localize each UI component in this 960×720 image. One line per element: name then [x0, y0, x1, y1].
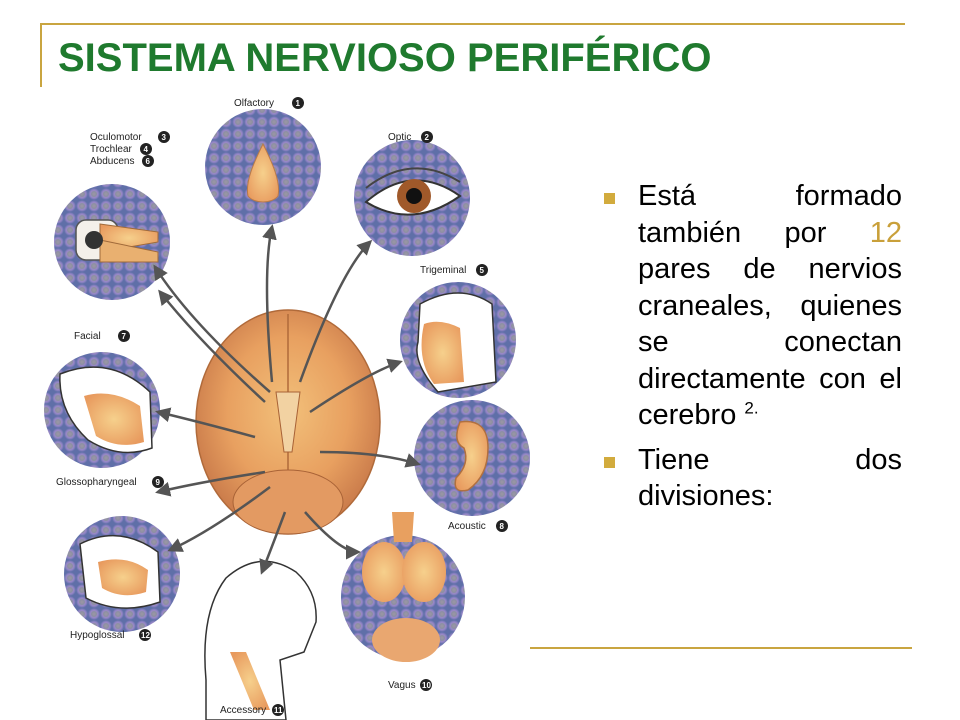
label-acoustic: Acoustic — [448, 521, 486, 532]
label-abducens: Abducens — [90, 156, 134, 167]
number-5: 5 — [480, 266, 485, 275]
number-6: 6 — [146, 157, 151, 166]
label-vagus: Vagus — [388, 680, 416, 691]
number-4: 4 — [144, 145, 149, 154]
ear-icon — [454, 420, 489, 492]
brain-icon — [195, 309, 381, 535]
mouth-icon — [79, 534, 161, 609]
bullet-text: pares de nervios craneales, quienes se c… — [638, 253, 902, 431]
vagus-disc — [341, 512, 465, 662]
bullet-item: Está formado también por 12 pares de ner… — [604, 178, 902, 434]
eye-muscles-disc — [54, 184, 170, 300]
eye-icon — [364, 167, 462, 216]
trigeminal-disc — [400, 282, 516, 398]
number-9: 9 — [156, 478, 161, 487]
label-trigeminal: Trigeminal — [420, 265, 466, 276]
reference-superscript: 2. — [744, 398, 759, 418]
acoustic-disc — [414, 400, 530, 516]
head-icon — [59, 366, 153, 454]
eye-muscles-icon — [75, 219, 159, 263]
label-trochlear: Trochlear — [90, 144, 133, 155]
label-facial: Facial — [74, 331, 101, 342]
neck-icon — [204, 560, 317, 720]
olfactory-disc — [205, 109, 321, 225]
label-hypoglossal: Hypoglossal — [70, 630, 124, 641]
bottom-accent-line — [530, 647, 912, 649]
optic-disc — [354, 140, 470, 256]
title-accent-line-vertical — [40, 23, 42, 87]
number-7: 7 — [122, 332, 127, 341]
label-olfactory: Olfactory — [234, 98, 274, 109]
nose-icon — [246, 142, 280, 203]
bullet-text: Está formado también por — [638, 180, 902, 249]
bullet-item: Tiene dos divisiones: — [604, 442, 902, 515]
bullet-text: Tiene dos divisiones: — [638, 443, 902, 513]
number-2: 2 — [425, 133, 430, 142]
title-accent-line — [40, 23, 905, 25]
bullet-marker — [604, 193, 615, 204]
number-10: 10 — [422, 681, 431, 690]
nerve-arrows — [153, 224, 421, 575]
number-11: 11 — [274, 706, 283, 715]
number-1: 1 — [296, 99, 301, 108]
label-glossopharyngeal: Glossopharyngeal — [56, 477, 137, 488]
label-accessory: Accessory — [220, 705, 266, 716]
number-12: 12 — [141, 631, 150, 640]
bullet-marker — [604, 456, 615, 468]
bullet-list: Está formado también por 12 pares de ner… — [604, 178, 902, 523]
number-3: 3 — [162, 133, 167, 142]
mouth-disc — [64, 516, 180, 632]
cranial-nerves-figure: Olfactory 1 Optic 2 Oculomotor 3 Trochle… — [40, 92, 530, 720]
face-profile-icon — [416, 292, 497, 393]
number-8: 8 — [500, 522, 505, 531]
highlight-number: 12 — [869, 216, 902, 249]
slide-title: SISTEMA NERVIOSO PERIFÉRICO — [58, 36, 712, 80]
facial-disc — [44, 352, 160, 468]
label-oculomotor: Oculomotor — [90, 132, 142, 143]
organs-icon — [362, 512, 446, 662]
label-optic: Optic — [388, 132, 411, 143]
